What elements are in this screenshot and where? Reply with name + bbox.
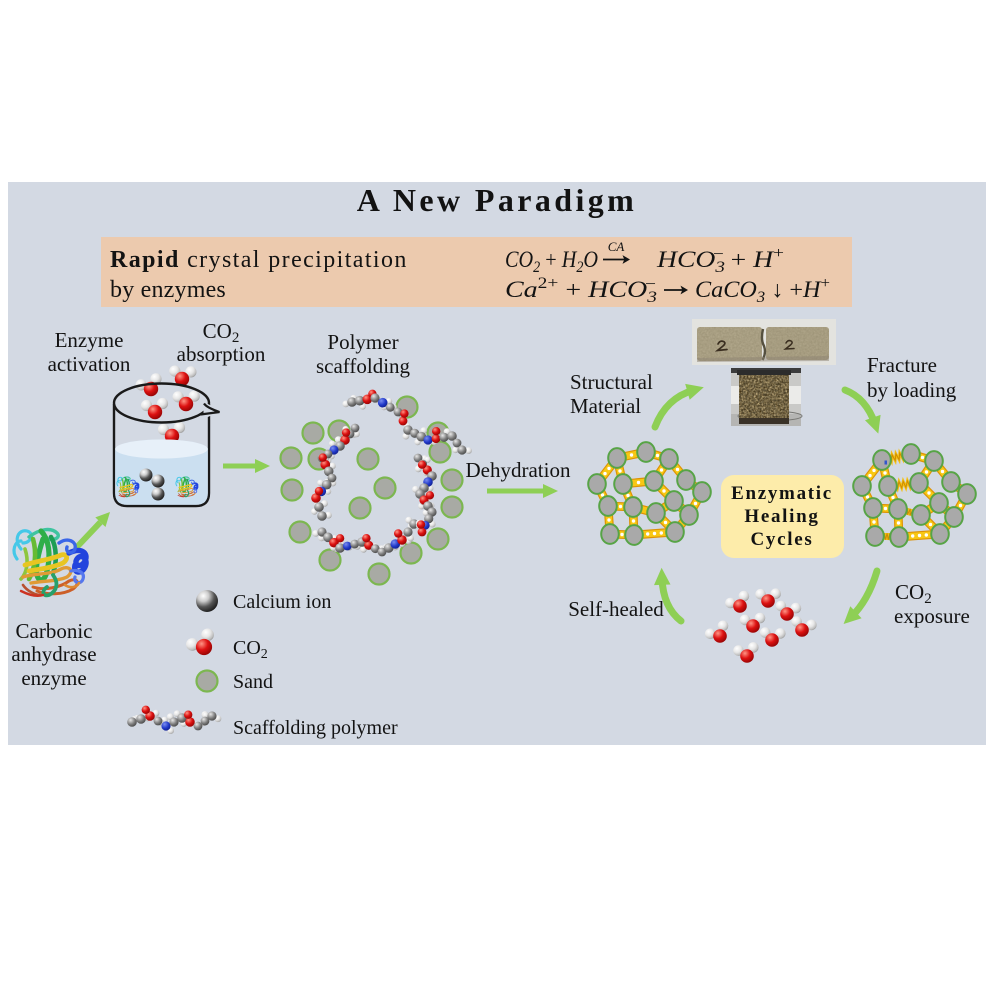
- svg-text:A New Paradigm: A New Paradigm: [357, 182, 637, 218]
- svg-text:Material: Material: [570, 394, 641, 418]
- svg-text:CO2 + H2O: CO2 + H2O: [505, 247, 598, 276]
- svg-text:absorption: absorption: [177, 342, 266, 366]
- svg-text:anhydrase: anhydrase: [11, 642, 96, 666]
- svg-text:by loading: by loading: [867, 378, 957, 402]
- svg-text:Calcium ion: Calcium ion: [233, 591, 331, 613]
- svg-text:Self-healed: Self-healed: [568, 597, 664, 621]
- svg-text:scaffolding: scaffolding: [316, 354, 411, 378]
- svg-text:Enzyme: Enzyme: [55, 328, 124, 352]
- svg-text:Enzymatic: Enzymatic: [731, 483, 833, 504]
- svg-text:Fracture: Fracture: [867, 353, 937, 377]
- svg-text:Structural: Structural: [570, 370, 653, 394]
- svg-text:Rapid crystal precipitation: Rapid crystal precipitation: [110, 247, 408, 273]
- svg-text:Carbonic: Carbonic: [16, 619, 93, 643]
- svg-text:exposure: exposure: [894, 604, 970, 628]
- svg-text:Dehydration: Dehydration: [466, 458, 571, 482]
- svg-text:Healing: Healing: [744, 506, 819, 527]
- svg-text:Sand: Sand: [233, 671, 273, 693]
- svg-text:by enzymes: by enzymes: [110, 277, 226, 303]
- svg-text:CA: CA: [608, 239, 625, 254]
- svg-text:Cycles: Cycles: [751, 529, 814, 550]
- svg-text:Polymer: Polymer: [327, 330, 398, 354]
- svg-text:enzyme: enzyme: [21, 666, 86, 690]
- svg-text:Scaffolding polymer: Scaffolding polymer: [233, 717, 398, 739]
- svg-text:activation: activation: [48, 352, 131, 376]
